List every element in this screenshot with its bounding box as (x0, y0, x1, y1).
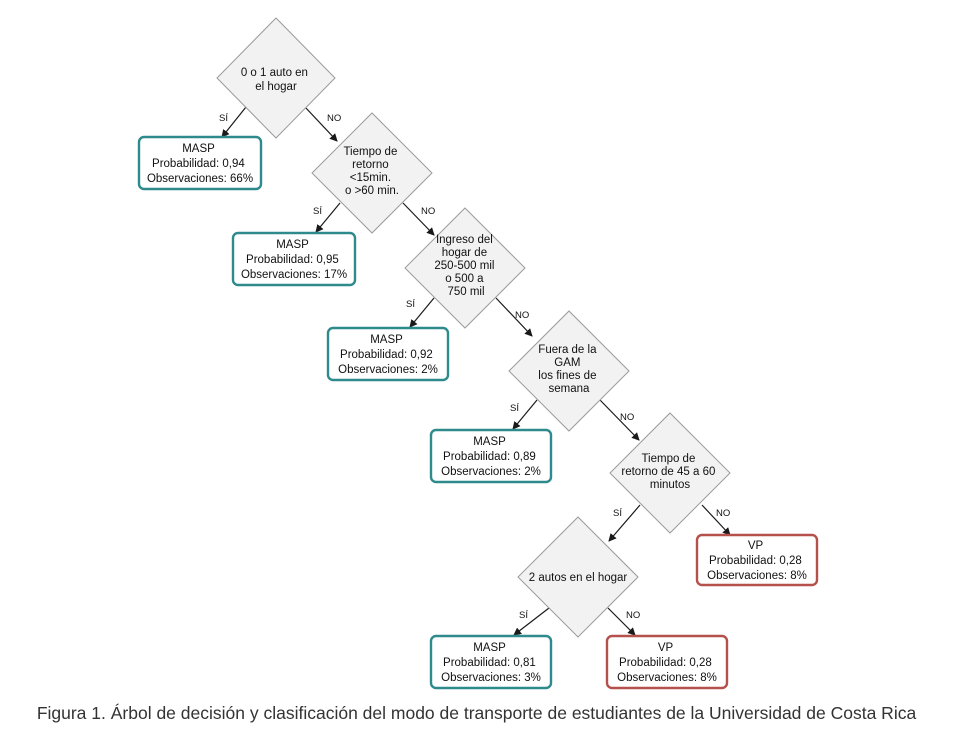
leaf-node: VP Probabilidad: 0,28 Observaciones: 8% (695, 533, 819, 587)
leaf-node: MASP Probabilidad: 0,92 Observaciones: 2… (326, 326, 450, 382)
decision-node: Ingreso del hogar de 250-500 mil o 500 a… (404, 207, 526, 329)
svg-text:MASP Probabilidad: 0,95: MASP Probabilidad: 0,95 Observaciones: 1… (241, 239, 347, 281)
decision-label-line: Tiempo de (343, 146, 397, 158)
svg-text:Tiempo de retorno: Tiempo de retorno <15min. o >60 min. (343, 146, 400, 197)
edge-d6-yes (513, 607, 550, 636)
leaf-probability: Probabilidad: 0,28 (619, 657, 712, 669)
edge-d2-no (402, 202, 435, 236)
leaf-mode: MASP (182, 143, 215, 155)
decision-label-line: o >60 min. (345, 185, 399, 197)
decision-tree-diagram: SÍ NO SÍ NO SÍ NO SÍ NO SÍ NO SÍ NO 0 o … (137, 17, 819, 690)
svg-text:MASP Probabilidad: 0,92: MASP Probabilidad: 0,92 Observaciones: 2… (338, 334, 438, 376)
svg-text:VP Probabilidad: 0,28: VP Probabilidad: 0,28 Observaciones: 8% (707, 540, 807, 582)
leaf-node: MASP Probabilidad: 0,94 Observaciones: 6… (137, 135, 263, 191)
edge-label-d1-yes: SÍ (219, 113, 228, 124)
edge-label-d2-yes: SÍ (313, 206, 322, 217)
decision-label-line: semana (549, 383, 591, 395)
edge-d3-no (495, 297, 533, 337)
svg-text:MASP Probabilidad: 0,81: MASP Probabilidad: 0,81 Observaciones: 3… (441, 642, 541, 684)
edge-label-d4-yes: SÍ (510, 403, 519, 414)
decision-label-line: Fuera de la (538, 344, 597, 356)
leaf-probability: Probabilidad: 0,81 (443, 657, 536, 669)
leaf-node: MASP Probabilidad: 0,81 Observaciones: 3… (429, 634, 553, 690)
svg-text:VP Probabilidad: 0,28: VP Probabilidad: 0,28 Observaciones: 8% (617, 642, 717, 684)
edge-d2-yes (315, 202, 341, 233)
leaf-mode: VP (658, 642, 674, 654)
leaf-node: MASP Probabilidad: 0,95 Observaciones: 1… (231, 231, 357, 287)
decision-node: Tiempo de retorno de 45 a 60 minutos (609, 412, 731, 534)
decision-label-line: el hogar (255, 81, 297, 93)
decision-label-line: Ingreso del (436, 234, 493, 246)
svg-text:2 autos en el hogar: 2 autos en el hogar (529, 572, 628, 584)
leaf-node: MASP Probabilidad: 0,89 Observaciones: 2… (429, 428, 553, 484)
edge-label-d2-no: NO (421, 206, 435, 217)
decision-label-line: 250-500 mil (434, 260, 494, 272)
edge-d5-no (701, 504, 731, 536)
edge-label-d3-yes: SÍ (406, 299, 415, 310)
edge-d3-yes (409, 297, 435, 328)
edge-label-d4-no: NO (620, 412, 634, 423)
edge-label-d5-no: NO (716, 508, 730, 519)
leaf-observations: Observaciones: 17% (241, 269, 347, 281)
leaf-mode: MASP (276, 239, 309, 251)
decision-node: 0 o 1 auto en el hogar (216, 17, 336, 139)
edges (221, 106, 731, 636)
leaf-probability: Probabilidad: 0,89 (443, 451, 536, 463)
leaf-mode: MASP (473, 436, 506, 448)
decision-label-line: minutos (650, 479, 691, 491)
leaf-mode: VP (748, 540, 764, 552)
decision-node: Tiempo de retorno <15min. o >60 min. (311, 112, 433, 234)
decision-label-line: hogar de (442, 247, 487, 259)
figure-caption: Figura 1. Árbol de decisión y clasificac… (36, 703, 917, 723)
edge-d5-yes (608, 504, 641, 542)
edge-label-d3-no: NO (515, 310, 529, 321)
leaf-probability: Probabilidad: 0,92 (340, 349, 433, 361)
leaf-node: VP Probabilidad: 0,28 Observaciones: 8% (605, 634, 729, 690)
svg-text:Tiempo de retorno de 45: Tiempo de retorno de 45 a 60 minutos (621, 453, 718, 491)
leaf-probability: Probabilidad: 0,94 (152, 158, 245, 170)
edge-d1-yes (221, 106, 247, 138)
decision-node: Fuera de la GAM los fines de semana (508, 310, 630, 432)
svg-text:MASP Probabilidad: 0,89: MASP Probabilidad: 0,89 Observaciones: 2… (441, 436, 541, 478)
decision-label-line: 2 autos en el hogar (529, 572, 628, 584)
svg-text:Ingreso del hogar de: Ingreso del hogar de 250-500 mil o 500 a… (434, 234, 497, 298)
leaf-observations: Observaciones: 8% (707, 570, 807, 582)
leaf-observations: Observaciones: 2% (441, 466, 541, 478)
decision-label-line: retorno (352, 159, 388, 171)
decision-label-line: <15min. (350, 172, 391, 184)
edge-d4-yes (512, 399, 538, 430)
decision-node: 2 autos en el hogar (517, 516, 639, 638)
edge-label-d6-no: NO (626, 610, 640, 621)
leaf-observations: Observaciones: 8% (617, 672, 717, 684)
decision-label-line: los fines de (538, 370, 596, 382)
svg-text:0 o 1 auto en el hogar: 0 o 1 auto en el hogar (241, 67, 311, 93)
leaf-mode: MASP (473, 642, 506, 654)
edge-d4-no (599, 399, 640, 441)
svg-text:MASP Probabilidad: 0,94: MASP Probabilidad: 0,94 Observaciones: 6… (147, 143, 253, 185)
decision-label-line: GAM (554, 357, 580, 369)
edge-d6-no (607, 607, 636, 636)
edge-label-d5-yes: SÍ (613, 508, 622, 519)
leaf-mode: MASP (370, 334, 403, 346)
leaf-observations: Observaciones: 3% (441, 672, 541, 684)
decision-label-line: retorno de 45 a 60 (621, 466, 715, 478)
leaf-probability: Probabilidad: 0,28 (709, 555, 802, 567)
decision-label-line: o 500 a (445, 273, 484, 285)
leaf-observations: Observaciones: 2% (338, 364, 438, 376)
decision-label-line: 750 mil (447, 286, 484, 298)
edge-label-d1-no: NO (327, 113, 341, 124)
decision-label-line: 0 o 1 auto en (241, 67, 308, 79)
leaf-probability: Probabilidad: 0,95 (246, 254, 339, 266)
decision-label-line: Tiempo de (641, 453, 695, 465)
edge-label-d6-yes: SÍ (519, 610, 528, 621)
svg-text:Fuera de la GAM lo: Fuera de la GAM los fines de semana (538, 344, 599, 395)
edge-d1-no (304, 106, 338, 142)
edge-labels: SÍ NO SÍ NO SÍ NO SÍ NO SÍ NO SÍ NO (219, 113, 730, 621)
leaf-observations: Observaciones: 66% (147, 173, 253, 185)
